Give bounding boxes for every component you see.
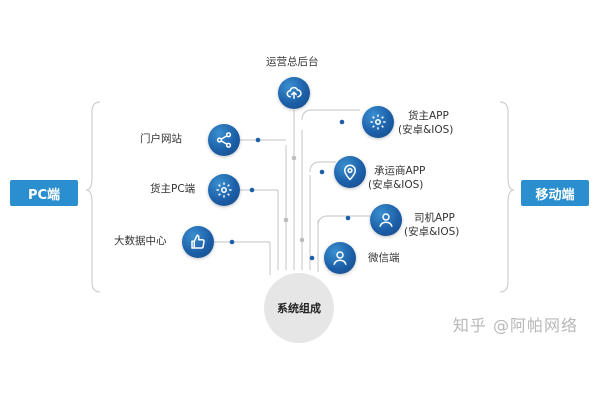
right-bracket — [499, 101, 515, 293]
user-icon — [324, 242, 356, 274]
dot — [319, 169, 325, 175]
mobile-group-label: 移动端 — [521, 180, 589, 206]
right-item-label: 承运商APP — [374, 165, 426, 177]
left-bracket — [85, 101, 101, 293]
right-item-sublabel: (安卓&IOS) — [398, 124, 454, 136]
right-item-label: 司机APP — [414, 212, 455, 224]
dot — [345, 215, 351, 221]
right-item-sublabel: (安卓&IOS) — [368, 179, 424, 191]
dot — [255, 137, 261, 143]
center-label: 系统组成 — [277, 302, 321, 315]
left-item-label: 货主PC端 — [150, 183, 196, 195]
pc-group-label: PC端 — [10, 180, 78, 206]
center-node: 系统组成 — [264, 273, 334, 343]
dot — [339, 119, 345, 125]
right-item-label: 微信端 — [368, 252, 400, 264]
left-item-label: 大数据中心 — [114, 235, 167, 247]
cloud-upload-icon — [278, 77, 310, 109]
gear-icon — [208, 174, 240, 206]
location-pin-icon — [334, 156, 366, 188]
user-icon — [370, 204, 402, 236]
right-item-label: 货主APP — [408, 110, 449, 122]
gear-icon — [362, 106, 394, 138]
watermark: 知乎 @阿帕网络 — [452, 316, 578, 335]
dot — [249, 187, 255, 193]
top-node-label: 运营总后台 — [266, 56, 319, 68]
dot — [229, 239, 235, 245]
right-item-sublabel: (安卓&IOS) — [404, 226, 460, 238]
left-item-label: 门户网站 — [140, 133, 182, 145]
dot — [309, 255, 315, 261]
thumbs-up-icon — [182, 226, 214, 258]
share-icon — [208, 124, 240, 156]
